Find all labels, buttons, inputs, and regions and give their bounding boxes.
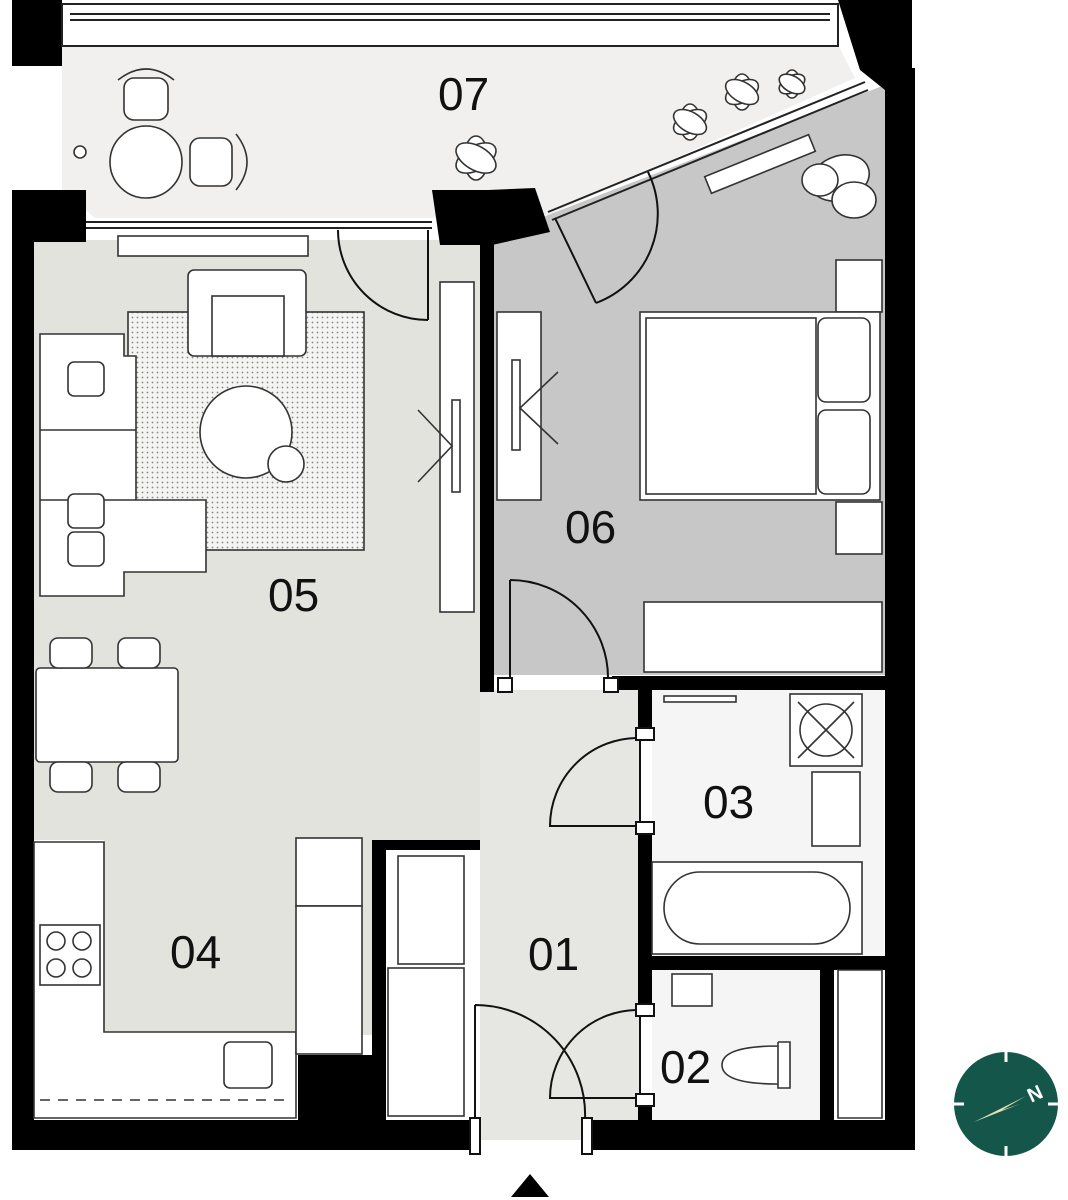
dining-chair — [117, 761, 161, 793]
room-label-03: 03 — [703, 776, 754, 828]
wardrobe-entrance — [397, 855, 465, 965]
wall-bedroom-bottom — [612, 676, 885, 690]
nightstand — [835, 259, 883, 313]
terrace-chair-top — [123, 77, 169, 121]
furniture — [33, 68, 883, 1119]
kitchen-tall-unit — [295, 905, 363, 1055]
wall-bath-divider — [652, 956, 885, 970]
sink-icon — [223, 1041, 273, 1089]
room-label-02: 02 — [660, 1041, 711, 1093]
windows — [61, 3, 869, 229]
room-label-05: 05 — [268, 569, 319, 621]
plant-icon — [778, 69, 806, 99]
wall-bottom — [12, 1120, 477, 1150]
wall-wc-right — [820, 956, 834, 1120]
wall-bath-left-2 — [638, 826, 652, 1010]
fridge-icon — [295, 837, 363, 907]
wardrobe-bedroom — [643, 601, 883, 673]
compass-icon: N — [954, 1052, 1058, 1156]
coffee-table — [199, 385, 293, 479]
terrace-railing — [61, 3, 839, 47]
terrace-chair-right — [189, 137, 233, 187]
pillow-icon — [67, 361, 105, 397]
wc-sink-icon — [671, 973, 713, 1007]
nightstand — [835, 501, 883, 555]
pillow-icon — [67, 493, 105, 529]
shelf-icon — [663, 695, 737, 703]
wardrobe-entrance-2 — [387, 967, 465, 1117]
dining-table — [35, 667, 179, 763]
radiator-bedroom — [703, 133, 817, 195]
wall-bottom-right — [590, 1120, 915, 1150]
tv-icon — [451, 399, 461, 493]
room-07-floor — [62, 45, 855, 218]
shaft — [837, 969, 883, 1119]
radiator — [117, 235, 309, 257]
plant-icon — [672, 103, 708, 141]
wall-left — [12, 190, 34, 1150]
wall-bedroom-left — [480, 240, 494, 692]
dining-chair — [49, 761, 93, 793]
wall-pillar-left — [34, 190, 86, 242]
room-label-04: 04 — [170, 926, 221, 978]
wall-closet-top — [372, 840, 480, 850]
walls — [12, 0, 915, 1150]
tv-icon — [511, 359, 521, 451]
sofa — [39, 333, 207, 597]
doors — [337, 171, 659, 1155]
door-wc — [548, 1008, 641, 1099]
door-bathroom — [548, 736, 641, 827]
door-terrace-bedroom — [554, 171, 659, 304]
wall-left-top — [12, 0, 62, 66]
wall-pillar-middle — [432, 188, 550, 245]
wall-closet-left — [372, 840, 386, 1120]
wall-kitchen-stub — [298, 1055, 376, 1120]
wall-bath-left-1 — [638, 686, 652, 734]
pillow-icon — [817, 317, 871, 403]
door-bedroom — [509, 579, 610, 681]
door-entrance — [474, 1003, 587, 1121]
room-label-06: 06 — [565, 501, 616, 553]
bathroom-sink-icon — [811, 771, 861, 847]
plant-icon — [724, 73, 760, 111]
room-labels: 07 06 05 04 03 02 01 — [170, 68, 754, 1093]
plant-icon — [455, 135, 497, 181]
room-label-01: 01 — [528, 928, 579, 980]
room-label-07: 07 — [438, 68, 489, 120]
terrace-table-icon — [109, 125, 183, 199]
door-terrace-living — [337, 229, 429, 321]
pillow-icon — [67, 531, 105, 567]
terrace-hook-icon — [73, 145, 87, 159]
compass-needle — [974, 1096, 1026, 1122]
wall-right — [885, 68, 915, 1150]
wall-top-right — [838, 0, 912, 90]
plants — [455, 69, 877, 219]
entrance-arrow-icon — [511, 1174, 549, 1197]
dining-chair — [117, 637, 161, 669]
toilet-icon — [721, 1041, 791, 1089]
monstera-plant-icon — [801, 154, 877, 219]
cooktop-icon — [39, 924, 101, 986]
pillow-icon — [817, 409, 871, 495]
room-01-floor — [480, 690, 640, 1140]
dining-chair — [49, 637, 93, 669]
